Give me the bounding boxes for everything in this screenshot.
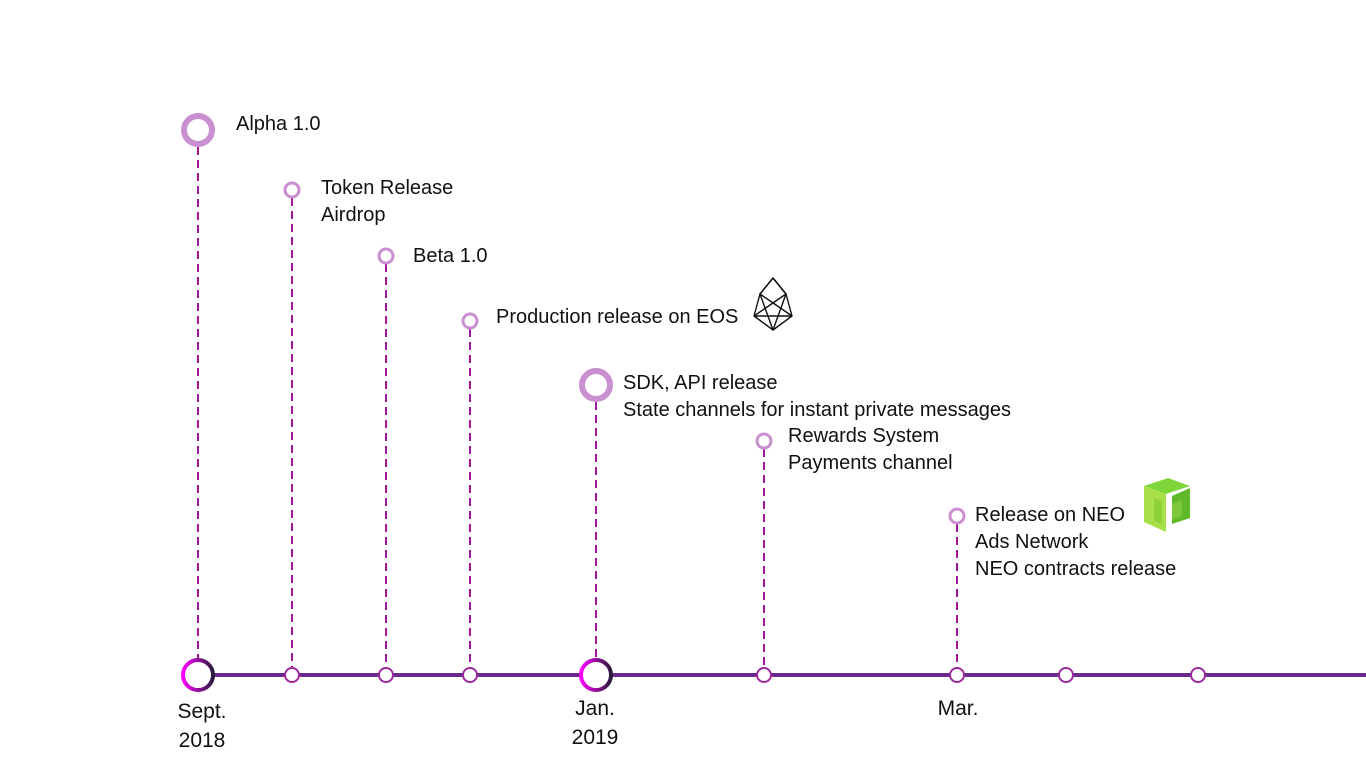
- axis-label-month: Sept.: [177, 700, 227, 723]
- axis-label-jan-2019: Jan. 2019: [555, 694, 635, 752]
- milestone-text: NEO contracts release: [975, 558, 1177, 580]
- milestone-text: Beta 1.0: [413, 245, 488, 267]
- milestone-text: Alpha 1.0: [236, 113, 321, 135]
- milestone-text: Ads Network: [975, 531, 1089, 553]
- milestone-text: SDK, API release: [623, 372, 778, 394]
- axis-tick-marker: [284, 667, 300, 683]
- milestone-marker-neo: [948, 507, 966, 525]
- axis-major-marker-jan: [579, 658, 613, 692]
- axis-tick-marker: [949, 667, 965, 683]
- axis-tick-marker: [756, 667, 772, 683]
- milestone-label-sdk: SDK, API release State channels for inst…: [623, 370, 1011, 424]
- neo-logo-icon: [1144, 478, 1190, 532]
- axis-tick-marker: [462, 667, 478, 683]
- milestone-label-rewards: Rewards System Payments channel: [788, 423, 953, 477]
- milestone-text: Token Release: [321, 177, 454, 199]
- axis-label-mar: Mar.: [918, 694, 998, 723]
- axis-label-month: Jan.: [575, 697, 615, 720]
- axis-major-marker-sept: [181, 658, 215, 692]
- milestone-label-beta: Beta 1.0: [413, 243, 488, 270]
- axis-tick-marker: [1058, 667, 1074, 683]
- axis-label-year: 2018: [178, 729, 226, 752]
- milestone-text: Rewards System: [788, 425, 940, 447]
- axis-label-year: 2019: [571, 726, 619, 749]
- milestone-label-alpha: Alpha 1.0: [236, 111, 321, 138]
- milestone-label-token-release: Token Release Airdrop: [321, 175, 453, 229]
- eos-logo-icon: [753, 277, 793, 331]
- milestone-text: Production release on EOS: [496, 306, 739, 328]
- milestone-marker-rewards: [755, 432, 773, 450]
- milestone-marker-alpha: [181, 113, 215, 147]
- milestone-marker-sdk: [579, 368, 613, 402]
- milestone-text: Release on NEO: [975, 504, 1126, 526]
- milestone-text: Airdrop: [321, 204, 386, 226]
- milestone-label-eos: Production release on EOS: [496, 304, 738, 331]
- milestone-label-neo: Release on NEO Ads Network NEO contracts…: [975, 502, 1176, 583]
- axis-tick-marker: [1190, 667, 1206, 683]
- axis-label-month: Mar.: [937, 697, 979, 720]
- milestone-text: Payments channel: [788, 452, 953, 474]
- milestone-marker-beta: [377, 247, 395, 265]
- axis-tick-marker: [378, 667, 394, 683]
- axis-label-sept-2018: Sept. 2018: [162, 697, 242, 755]
- milestone-marker-token: [283, 181, 301, 199]
- milestone-text: State channels for instant private messa…: [623, 399, 1011, 421]
- milestone-marker-eos: [461, 312, 479, 330]
